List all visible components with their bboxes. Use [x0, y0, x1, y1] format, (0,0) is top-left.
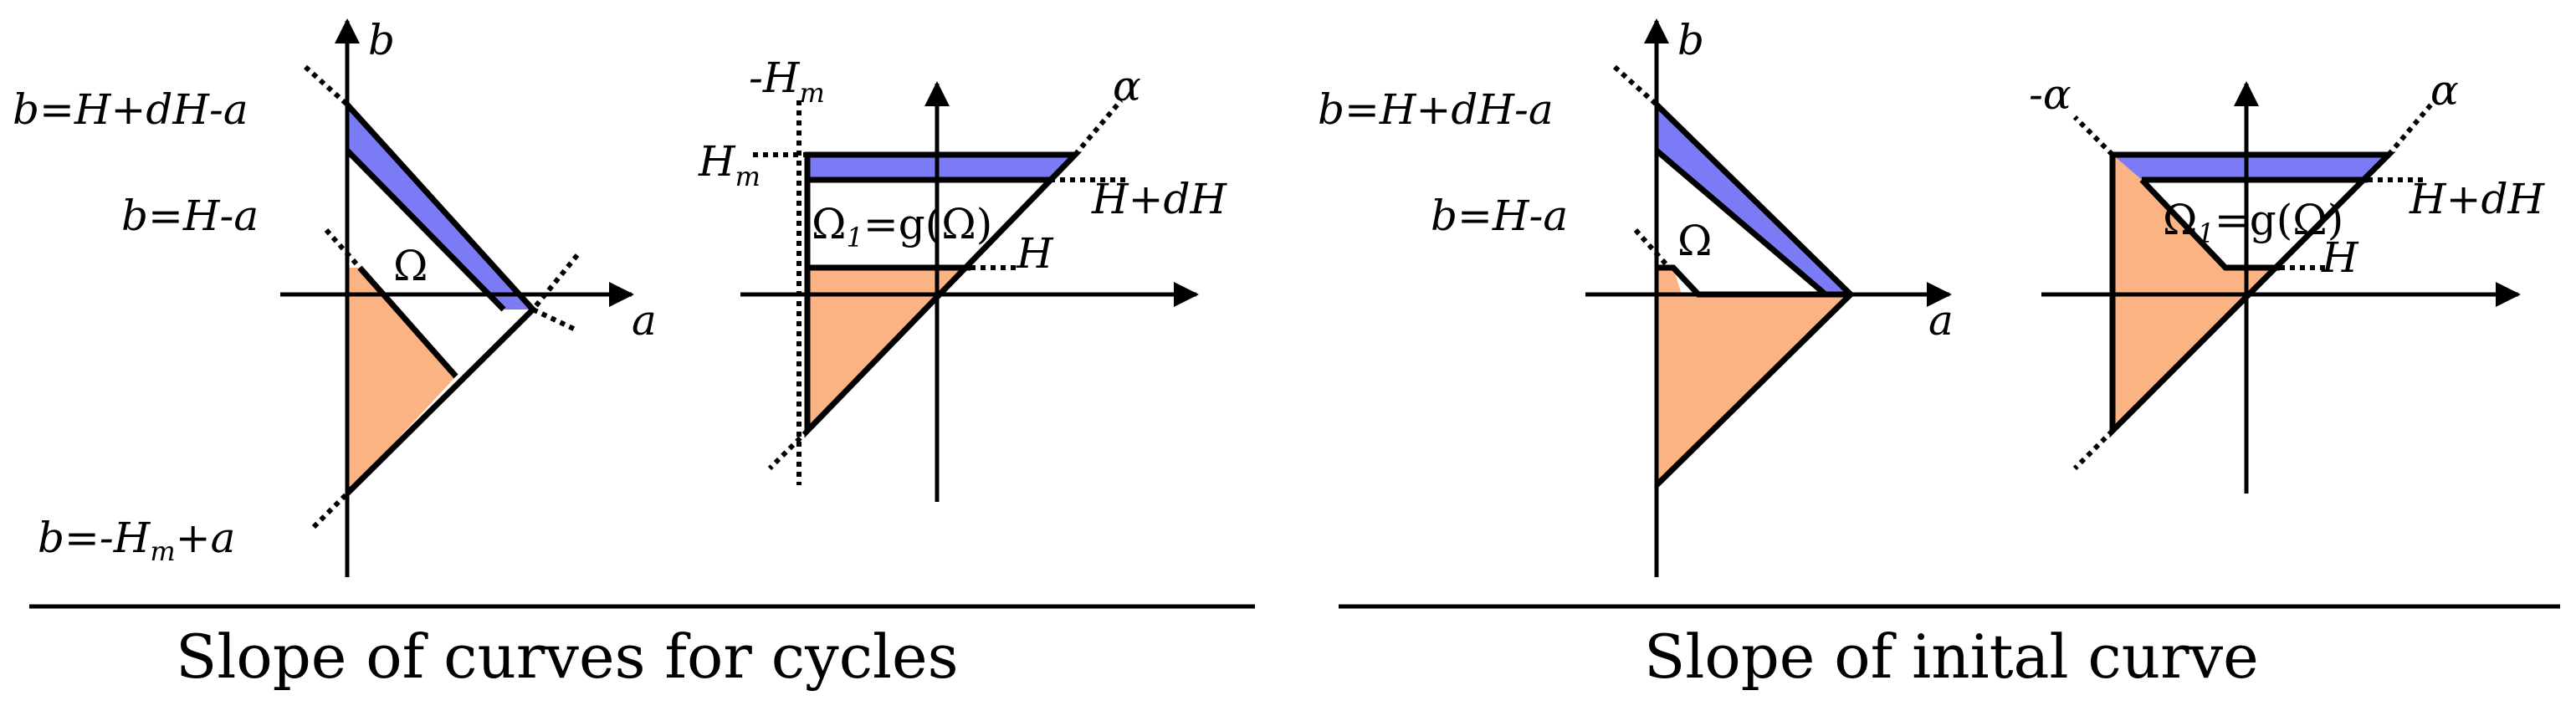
blue-strip: [807, 155, 1075, 180]
level-high-label: H+dH: [1091, 175, 1228, 223]
line-bottom-label: b=-Hm+a: [38, 514, 235, 567]
orange-triangle: [807, 268, 970, 431]
hm-label: Hm: [698, 137, 761, 192]
orange-triangle: [1657, 268, 1851, 485]
omega1-label: Ω1=g(Ω): [2163, 196, 2343, 249]
dotted-line-top: [1612, 64, 1659, 107]
line-mid-label: b=H-a: [1431, 192, 1568, 240]
dotted-diagonal-bottom: [767, 428, 810, 471]
neg-hm-label: -Hm: [749, 54, 825, 109]
dotted-line-right: [530, 253, 580, 311]
line-mid-label: b=H-a: [121, 192, 259, 240]
level-low-label: H: [2321, 233, 2359, 282]
orange-triangle: [347, 268, 456, 494]
caption-left: Slope of curves for cycles: [176, 621, 959, 692]
dotted-line-bottom: [311, 491, 350, 529]
blue-strip: [2113, 155, 2389, 180]
axis-b-label: b: [1677, 16, 1704, 64]
dotted-line-mid: [1633, 228, 1672, 269]
panel-3-initial-plane: b a b=H+dH-a b=H-a Ω: [1318, 16, 1954, 577]
omega-label: Ω: [1677, 217, 1712, 265]
panel-4-initial-image: -α α H+dH H Ω1=g(Ω): [2029, 66, 2546, 494]
caption-right: Slope of inital curve: [1644, 621, 2259, 692]
panel-1-preisach-plane: b a b=H+dH-a b=H-a Ω b=-Hm+a: [13, 16, 657, 577]
dotted-line-mid: [324, 228, 362, 269]
axis-b-label: b: [368, 16, 395, 64]
level-low-label: H: [1016, 229, 1054, 278]
dotted-left-diag: [2072, 115, 2115, 157]
omega-label: Ω: [393, 242, 428, 290]
panel-2-image-region: -Hm Hm α H+dH H Ω1=g(Ω): [698, 54, 1228, 502]
alpha-label: α: [1113, 62, 1141, 110]
dotted-diagonal-bottom: [2072, 428, 2115, 471]
line-top-label: b=H+dH-a: [13, 85, 248, 134]
axis-a-label: a: [1928, 296, 1954, 345]
dotted-diagonal-top: [1073, 99, 1124, 156]
line-top-label: b=H+dH-a: [1318, 85, 1554, 134]
dotted-diagonal-top: [2386, 99, 2437, 156]
neg-alpha-label: -α: [2029, 70, 2072, 119]
omega1-label: Ω1=g(Ω): [812, 200, 992, 253]
dotted-line-top: [303, 64, 350, 107]
level-high-label: H+dH: [2409, 175, 2546, 223]
axis-a-label: a: [632, 296, 657, 345]
alpha-label: α: [2430, 66, 2459, 115]
dotted-line-right-ext: [531, 307, 579, 333]
